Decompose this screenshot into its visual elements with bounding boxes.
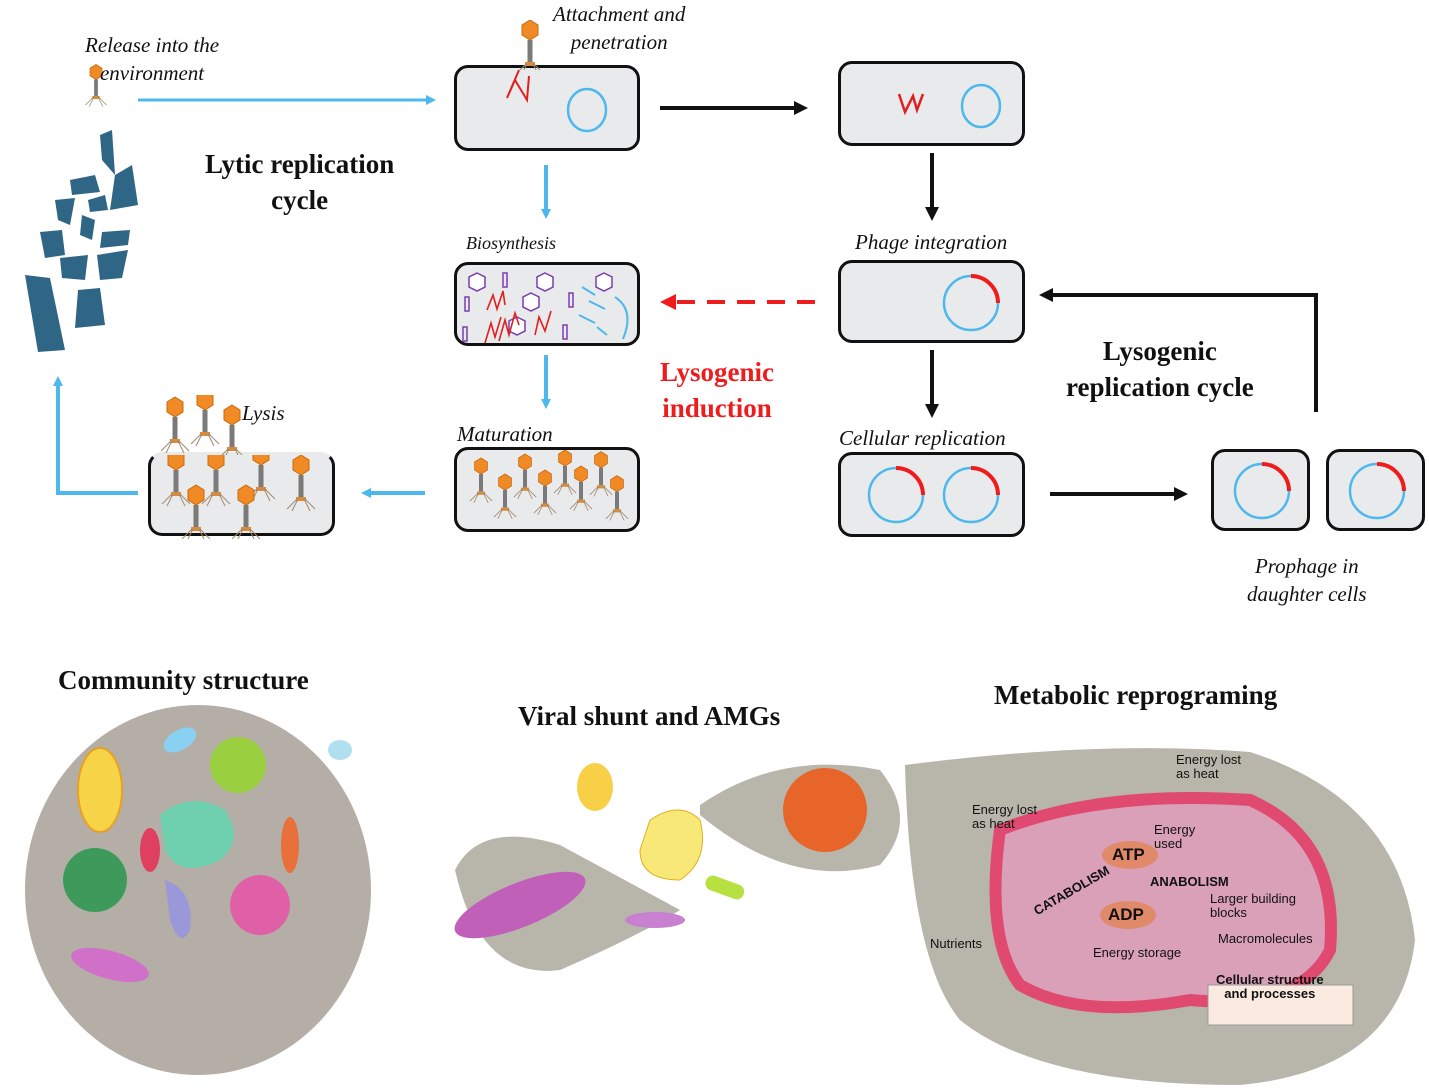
metabolic-reprograming-title: Metabolic reprograming (994, 680, 1278, 710)
cell-attachment (454, 65, 640, 151)
cell-debris (25, 130, 138, 352)
viral-shunt-title: Viral shunt and AMGs (518, 701, 781, 731)
phage-attaching-icon (515, 19, 545, 77)
cell-integration (838, 260, 1025, 343)
lysis-phages (160, 389, 250, 462)
cell-replication (838, 452, 1025, 537)
label-phage-integration: Phage integration (855, 230, 1008, 254)
label-biosynthesis: Biosynthesis (466, 233, 556, 253)
label-energy-storage: Energy storage (1093, 945, 1182, 960)
atp-badge: ATP (1112, 845, 1145, 864)
label-nutrients: Nutrients (930, 936, 983, 951)
cell-maturation (454, 447, 640, 532)
label-macromolecules: Macromolecules (1218, 931, 1313, 946)
adp-badge: ADP (1108, 905, 1144, 924)
cell-lysis (148, 452, 335, 539)
daughter-cell-2 (1326, 449, 1425, 531)
label-cellular-replication: Cellular replication (839, 426, 1006, 450)
label-lysis: Lysis (242, 401, 285, 425)
label-maturation: Maturation (457, 422, 553, 446)
label-anabolism: ANABOLISM (1150, 874, 1229, 889)
daughter-cell-1 (1211, 449, 1310, 531)
cell-injected (838, 61, 1025, 146)
community-structure-title: Community structure (58, 665, 309, 695)
cell-biosynthesis (454, 262, 640, 346)
